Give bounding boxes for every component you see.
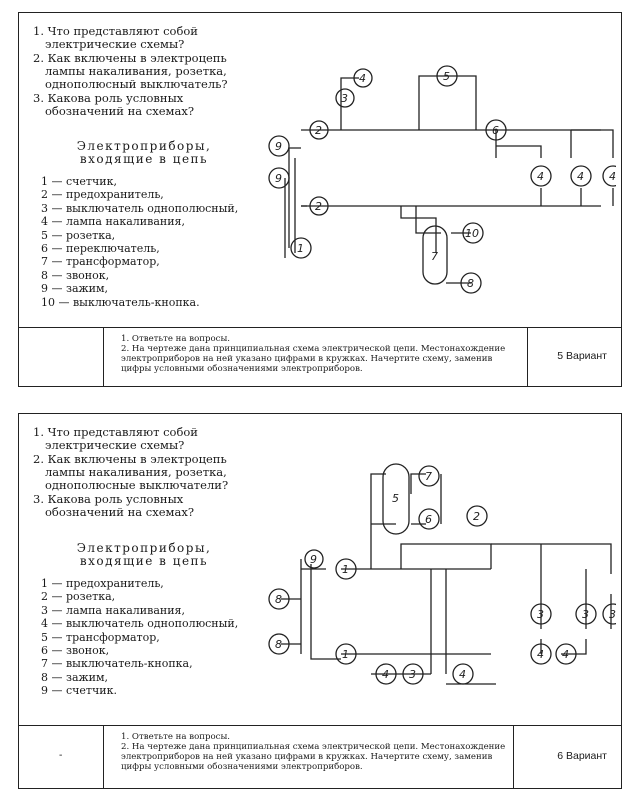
svg-text:9: 9 [275, 172, 282, 185]
footer-divider [513, 726, 514, 788]
device-item: 1 — предохранитель, [41, 577, 164, 590]
question-3: 3. Какова роль условных обозначений на с… [33, 91, 194, 118]
device-item: 1 — счетчик, [41, 175, 117, 188]
svg-text:2: 2 [315, 124, 322, 137]
svg-text:4: 4 [359, 72, 366, 85]
svg-text:5: 5 [392, 492, 399, 505]
circuit-diagram: 1 2 2 3 4 4 4 4 5 6 7 8 9 9 10 [268, 65, 616, 294]
footer-mark: - [59, 750, 63, 761]
device-item: 8 — звонок, [41, 268, 110, 282]
device-item: 9 — счетчик. [41, 684, 117, 698]
question-1: 1. Что представляют собой электрические … [33, 24, 198, 51]
svg-text:4: 4 [459, 668, 466, 681]
device-item: 3 — выключатель однополюсный, [41, 201, 239, 215]
devices-heading: Электроприборы, входящие в цепь [76, 139, 212, 166]
svg-text:5: 5 [443, 70, 450, 83]
svg-text:3: 3 [537, 608, 544, 621]
device-item: 2 — розетка, [41, 590, 116, 604]
svg-text:2: 2 [473, 510, 480, 523]
questions-list: 1. Что представляют собой электрические … [33, 426, 253, 520]
svg-text:7: 7 [431, 250, 438, 263]
svg-text:3: 3 [409, 668, 416, 681]
svg-text:1: 1 [342, 648, 349, 661]
question-3: 3. Какова роль условных обозначений на с… [33, 492, 194, 519]
device-item: 6 — звонок, [41, 644, 110, 658]
question-1: 1. Что представляют собой электрические … [33, 425, 198, 452]
svg-text:7: 7 [425, 470, 432, 483]
device-item: 6 — переключатель, [41, 242, 160, 256]
svg-text:1: 1 [342, 563, 349, 576]
svg-text:8: 8 [275, 638, 282, 651]
device-item: 9 — зажим, [41, 282, 109, 296]
footer-divider [103, 726, 104, 788]
variant-5-card: 1. Что представляют собой электрические … [18, 12, 622, 387]
device-item: 3 — лампа накаливания, [41, 603, 185, 617]
variant-6-card: 1. Что представляют собой электрические … [18, 413, 622, 789]
device-item: 4 — лампа накаливания, [41, 215, 185, 229]
svg-text:2: 2 [315, 200, 322, 213]
svg-text:10: 10 [465, 227, 479, 240]
svg-text:8: 8 [275, 593, 282, 606]
footer-divider [527, 328, 528, 386]
variant-label: 6 Вариант [557, 750, 607, 762]
question-2: 2. Как включены в электроцепь лампы нака… [33, 452, 229, 492]
devices-list: 1 — предохранитель, 2 — розетка, 3 — лам… [41, 577, 251, 698]
device-item: 5 — трансформатор, [41, 630, 160, 644]
svg-text:9: 9 [275, 140, 282, 153]
element-markers: 1 1 2 3 3 3 3 4 4 4 4 5 6 7 8 8 9 [268, 463, 616, 685]
variant-label: 5 Вариант [557, 350, 607, 362]
svg-text:4: 4 [562, 648, 569, 661]
circuit-diagram: 1 1 2 3 3 3 3 4 4 4 4 5 6 7 8 8 9 [268, 463, 616, 685]
svg-text:4: 4 [537, 170, 544, 183]
devices-list: 1 — счетчик, 2 — предохранитель, 3 — вык… [41, 175, 251, 309]
devices-heading: Электроприборы, входящие в цепь [76, 541, 212, 568]
questions-list: 1. Что представляют собой электрические … [33, 25, 253, 119]
svg-text:1: 1 [297, 242, 304, 255]
svg-text:6: 6 [425, 513, 432, 526]
svg-text:3: 3 [609, 608, 616, 621]
device-item: 10 — выключатель-кнопка. [41, 295, 200, 309]
element-markers: 1 2 2 3 4 4 4 4 5 6 7 8 9 9 10 [268, 65, 616, 294]
device-item: 2 — предохранитель, [41, 188, 164, 202]
svg-text:3: 3 [582, 608, 589, 621]
device-item: 5 — розетка, [41, 228, 116, 242]
device-item: 7 — трансформатор, [41, 255, 160, 269]
footer-divider [103, 328, 104, 386]
instructions-list: 1. Ответьте на вопросы. 2. На чертеже да… [121, 732, 506, 772]
instructions-list: 1. Ответьте на вопросы. 2. На чертеже да… [121, 334, 506, 374]
instructions-footer: - 1. Ответьте на вопросы. 2. На чертеже … [19, 725, 621, 788]
svg-text:9: 9 [310, 553, 317, 566]
svg-text:6: 6 [492, 124, 499, 137]
instructions-footer: 1. Ответьте на вопросы. 2. На чертеже да… [19, 327, 621, 386]
svg-text:8: 8 [467, 277, 474, 290]
svg-text:4: 4 [537, 648, 544, 661]
question-2: 2. Как включены в электроцепь лампы нака… [33, 51, 228, 91]
svg-text:4: 4 [577, 170, 584, 183]
svg-text:3: 3 [341, 92, 348, 105]
device-item: 7 — выключатель-кнопка, [41, 657, 193, 671]
device-item: 4 — выключатель однополюсный, [41, 617, 239, 631]
svg-text:4: 4 [382, 668, 389, 681]
svg-text:4: 4 [609, 170, 616, 183]
device-item: 8 — зажим, [41, 670, 109, 684]
